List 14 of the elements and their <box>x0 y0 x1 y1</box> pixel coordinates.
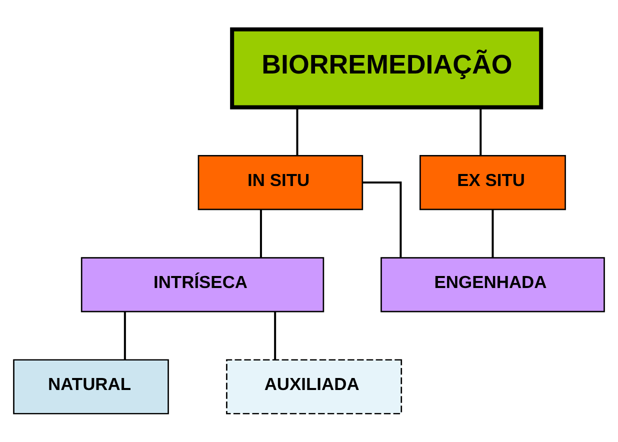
node-box: BIORREMEDIAÇÃO <box>230 26 544 109</box>
connector <box>492 209 494 258</box>
node-box: IN SITU <box>198 154 364 210</box>
connector <box>296 107 298 155</box>
node-box: AUXILIADA <box>226 358 402 414</box>
connector <box>362 181 402 257</box>
connector <box>480 107 482 155</box>
connector <box>274 312 276 360</box>
node-box: INTRÍSECA <box>80 256 324 312</box>
node-box: ENGENHADA <box>380 256 605 312</box>
node-box: EX SITU <box>420 154 566 210</box>
connector <box>124 312 126 360</box>
node-box: NATURAL <box>13 358 169 414</box>
connector <box>260 209 262 258</box>
